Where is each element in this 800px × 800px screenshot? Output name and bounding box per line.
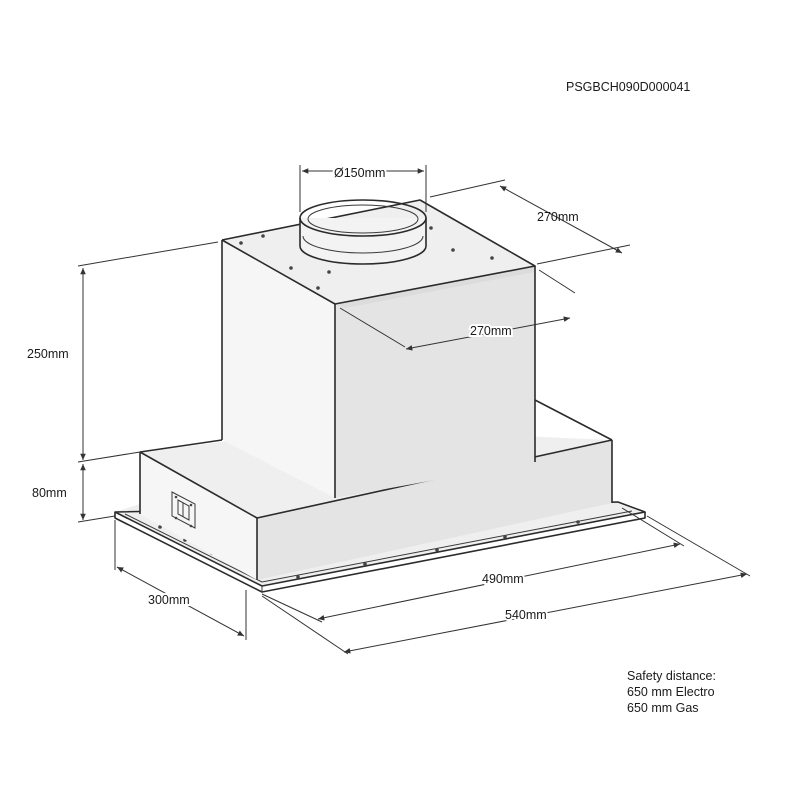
- dim-label-depth: 300mm: [148, 593, 190, 607]
- duct-collar: [299, 199, 427, 265]
- dim-label-outer-width: 540mm: [505, 608, 547, 622]
- safety-title: Safety distance:: [627, 669, 716, 683]
- dim-label-top-width: 270mm: [470, 324, 512, 338]
- dim-label-top-depth: 270mm: [537, 210, 579, 224]
- dim-label-motor-height: 250mm: [27, 347, 69, 361]
- dim-label-inner-width: 490mm: [482, 572, 524, 586]
- control-switch-icon: [171, 491, 196, 529]
- safety-distance-note: Safety distance: 650 mm Electro 650 mm G…: [627, 668, 716, 716]
- dim-label-duct-diameter: Ø150mm: [334, 166, 385, 180]
- safety-gas: 650 mm Gas: [627, 701, 699, 715]
- dimension-lines: [77, 165, 751, 655]
- model-code: PSGBCH090D000041: [566, 80, 690, 94]
- safety-electro: 650 mm Electro: [627, 685, 715, 699]
- dim-label-canopy-height: 80mm: [32, 486, 67, 500]
